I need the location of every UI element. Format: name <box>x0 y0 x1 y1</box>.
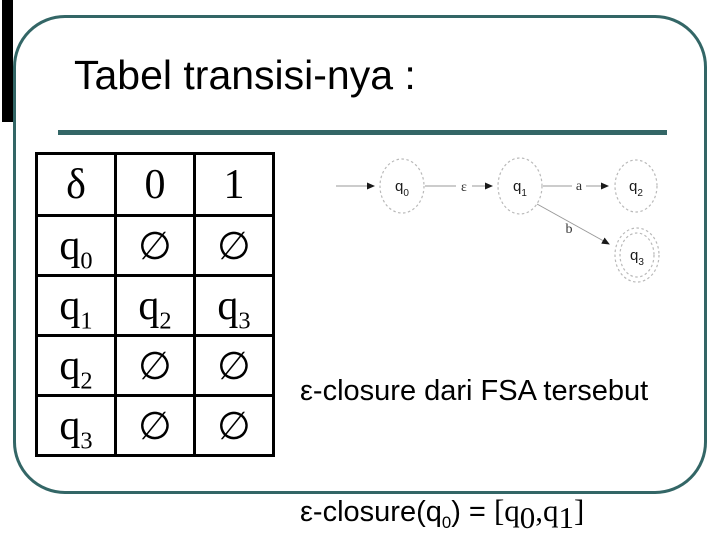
a-label-backdrop <box>572 178 586 193</box>
state-q3-label: q3 <box>630 247 644 268</box>
table-header-input1: 1 <box>193 152 275 217</box>
table-header-delta: δ <box>35 152 117 217</box>
state-q0-circle <box>379 158 425 214</box>
row-label-q0: q0 <box>35 214 117 277</box>
title-divider <box>58 130 667 135</box>
table-row-q0: q0 ∅ ∅ <box>35 214 275 277</box>
row-label-q3: q3 <box>35 394 117 457</box>
table-row-q1: q1 q2 q3 <box>35 274 275 337</box>
state-q0-label: q0 <box>395 178 409 199</box>
fsa-diagram: ε a b q0 q1 q2 q3 <box>336 157 660 283</box>
edge-label-epsilon: ε <box>461 180 467 195</box>
table-row-q3: q3 ∅ ∅ <box>35 394 275 457</box>
cell-q2-1: ∅ <box>193 334 275 397</box>
table-header-row: δ 0 1 <box>35 152 275 217</box>
edge-q1-q3 <box>536 203 610 245</box>
closure-heading: ε-closure dari FSA tersebut <box>300 375 649 407</box>
cell-q2-0: ∅ <box>114 334 196 397</box>
state-q1-label: q1 <box>513 178 527 199</box>
epsilon-closure-block: ε-closure dari FSA tersebut ε-closure(q0… <box>300 291 648 540</box>
cell-q3-0: ∅ <box>114 394 196 457</box>
cell-q1-1: q3 <box>193 274 275 337</box>
window-edge-artifact <box>2 0 13 122</box>
table-row-q2: q2 ∅ ∅ <box>35 334 275 397</box>
cell-q0-0: ∅ <box>114 214 196 277</box>
table-header-input0: 0 <box>114 152 196 217</box>
state-q3-outer-circle <box>614 227 660 283</box>
slide-border <box>13 15 707 494</box>
cell-q3-1: ∅ <box>193 394 275 457</box>
epsilon-label-backdrop <box>456 179 472 194</box>
state-q1-circle <box>497 157 543 215</box>
slide-title: Tabel transisi-nya : <box>74 52 416 98</box>
state-q3-inner-circle <box>619 232 655 278</box>
closure-line-q0: ε-closure(q0) = [q0,q1] <box>300 493 585 535</box>
row-label-q2: q2 <box>35 334 117 397</box>
transition-table: δ 0 1 q0 ∅ ∅ q1 q2 q3 q2 ∅ ∅ q3 ∅ ∅ <box>35 152 275 457</box>
row-label-q1: q1 <box>35 274 117 337</box>
state-q2-label: q2 <box>629 178 643 199</box>
edge-label-a: a <box>576 179 583 194</box>
cell-q0-1: ∅ <box>193 214 275 277</box>
state-q2-circle <box>614 159 658 213</box>
cell-q1-0: q2 <box>114 274 196 337</box>
edge-label-b: b <box>566 222 573 237</box>
